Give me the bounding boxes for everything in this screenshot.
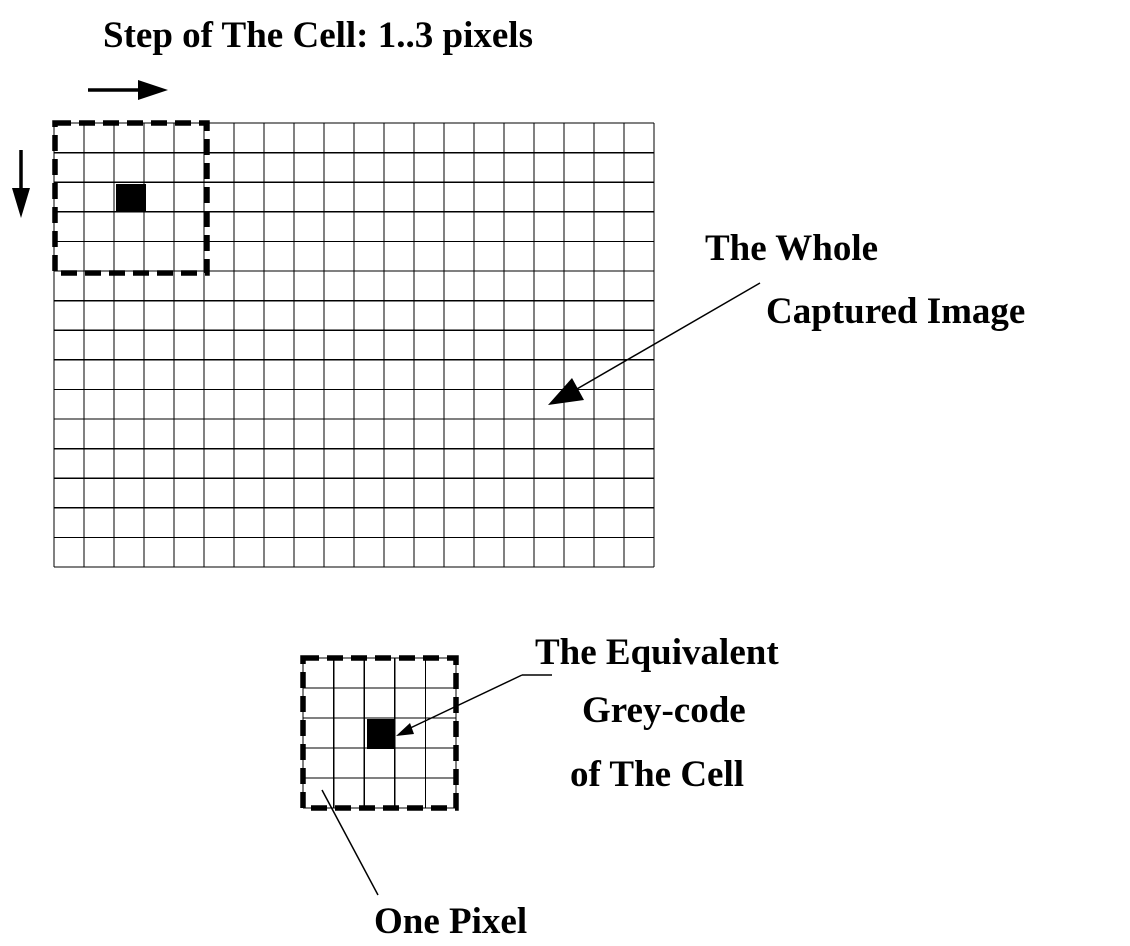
scanning-cell-frame — [52, 120, 210, 276]
right-arrow-icon — [88, 80, 168, 100]
scanning-cell-center-pixel — [116, 184, 146, 212]
equivalent-label-line-2: Grey-code — [582, 690, 746, 731]
whole-image-label-line-2: Captured Image — [766, 291, 1025, 332]
enlarged-cell-frame — [300, 655, 459, 811]
one-pixel-pointer — [321, 789, 379, 896]
whole-image-label-line-1: The Whole — [705, 228, 878, 269]
equivalent-pointer — [396, 674, 552, 736]
whole-image-pointer — [548, 282, 761, 405]
down-arrow-icon — [12, 150, 30, 218]
equivalent-label-line-1: The Equivalent — [535, 632, 779, 673]
step-title: Step of The Cell: 1..3 pixels — [103, 15, 533, 56]
enlarged-cell-center-pixel — [367, 719, 395, 749]
one-pixel-label: One Pixel — [374, 901, 527, 942]
equivalent-label-line-3: of The Cell — [570, 754, 744, 795]
